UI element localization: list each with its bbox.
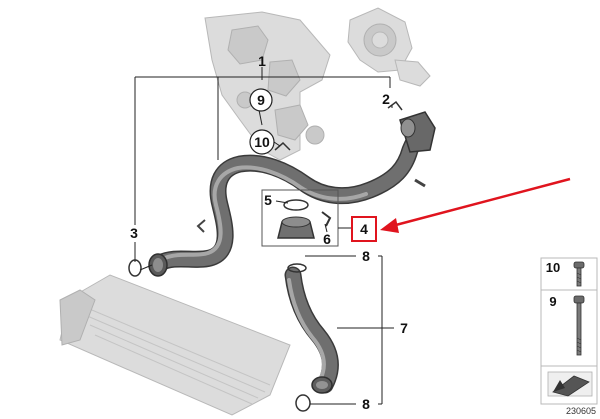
diagram-id: 230605 [566,406,596,416]
callout-5: 5 [264,192,272,208]
legend-label-9: 9 [549,294,556,309]
leader-lines [134,67,394,405]
callout-8-top: 8 [362,248,370,264]
seal-ring-8-top [287,263,307,273]
clip-2 [387,100,403,111]
callout-9: 9 [257,92,265,108]
clip-10 [274,141,291,151]
callout-4: 4 [360,221,368,237]
callout-8-bottom: 8 [362,396,370,412]
seal-ring-8-bottom [295,394,311,412]
callout-10: 10 [254,134,270,150]
connector-assembly [261,189,339,247]
callout-10-circle [249,129,275,155]
callout-7: 7 [400,320,408,336]
callout-3: 3 [130,225,138,241]
arrow-icon [547,371,593,397]
callout-1: 1 [258,53,266,69]
legend-label-10: 10 [546,260,560,275]
highlight-arrow [380,177,571,233]
lower-charge-pipe [284,266,339,394]
callout-2: 2 [382,91,390,107]
intercooler-part [59,274,291,416]
turbocharger-part [347,7,431,87]
callout-4-highlight-box [351,216,377,242]
long-bolt-icon [573,295,585,356]
callout-6: 6 [323,231,331,247]
bolt-icon [573,261,585,287]
seal-ring-3 [128,259,142,277]
manifold-part [204,11,331,161]
callout-9-circle [249,88,273,112]
fastener-legend: 10 9 [540,257,598,405]
charge-air-pipe [148,111,436,277]
